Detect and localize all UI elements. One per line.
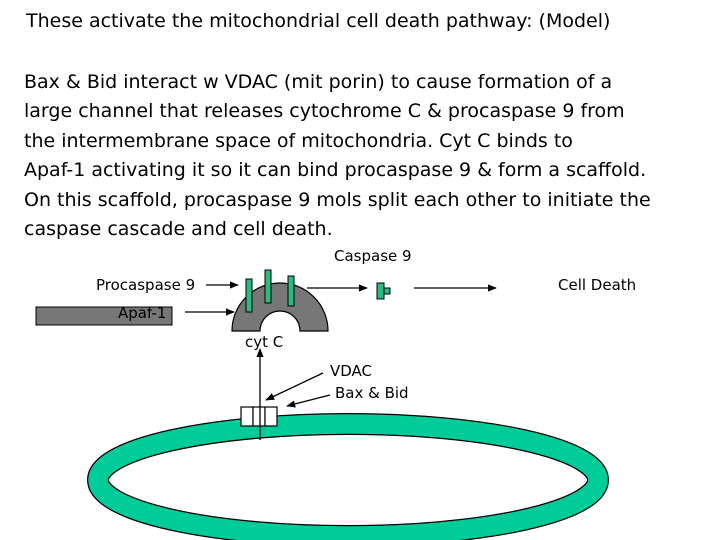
mitochondrion-membrane	[88, 414, 608, 540]
paragraph-line: large channel that releases cytochrome C…	[24, 100, 625, 123]
description-paragraph: Bax & Bid interact w VDAC (mit porin) to…	[24, 68, 704, 244]
apaf1-bar	[35, 306, 173, 326]
label-bax-bid: Bax & Bid	[335, 384, 409, 402]
paragraph-line: the intermembrane space of mitochondria.…	[24, 129, 573, 152]
caspase9-icon	[376, 282, 391, 300]
paragraph-line: caspase cascade and cell death.	[24, 218, 333, 241]
paragraph-line: Apaf-1 activating it so it can bind proc…	[24, 159, 647, 182]
vdac-channel	[240, 406, 278, 427]
slide-title: These activate the mitochondrial cell de…	[26, 10, 611, 32]
label-caspase9: Caspase 9	[334, 247, 412, 265]
arrow-bax-bid-to-channel	[286, 394, 331, 408]
paragraph-line: Bax & Bid interact w VDAC (mit porin) to…	[24, 71, 613, 93]
paragraph-line: On this scaffold, procaspase 9 mols spli…	[24, 188, 651, 211]
label-apaf1: Apaf-1	[118, 304, 167, 322]
label-cell-death: Cell Death	[558, 276, 637, 294]
label-vdac: VDAC	[330, 362, 373, 380]
label-cytc: cyt C	[245, 333, 284, 351]
arrow-vdac-to-channel	[265, 372, 324, 401]
label-procaspase9: Procaspase 9	[96, 276, 196, 294]
procaspase-rods	[245, 269, 295, 313]
